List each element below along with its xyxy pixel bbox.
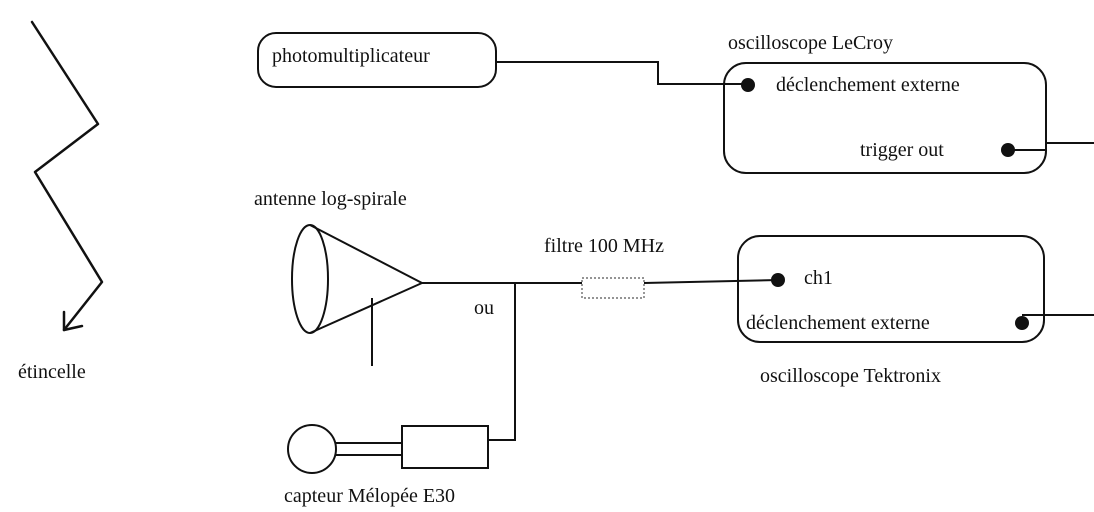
wire-filter-to-ch1 bbox=[643, 279, 779, 284]
lecroy-ext-trigger-port bbox=[741, 78, 755, 92]
lecroy-oscilloscope-box bbox=[723, 62, 1047, 174]
photomultiplier-box bbox=[257, 32, 497, 88]
wire-junction-to-sensor bbox=[488, 283, 516, 441]
filter-label: filtre 100 MHz bbox=[544, 235, 664, 257]
spark-icon bbox=[30, 20, 104, 332]
tek-ext-trigger-port bbox=[1015, 316, 1029, 330]
tek-title: oscilloscope Tektronix bbox=[760, 365, 941, 387]
wire-trigger-out-to-tek bbox=[1008, 142, 1094, 151]
or-label: ou bbox=[474, 297, 494, 319]
tek-ch1-label: ch1 bbox=[804, 267, 833, 289]
tektronix-oscilloscope-box bbox=[737, 235, 1045, 343]
antenna-label: antenne log-spirale bbox=[254, 188, 407, 210]
sensor-label: capteur Mélopée E30 bbox=[284, 485, 456, 507]
filter-100mhz-box bbox=[581, 277, 645, 299]
antenna-icon bbox=[291, 224, 423, 366]
lecroy-ext-trigger-label: déclenchement externe bbox=[776, 74, 960, 96]
wire-pmt-to-lecroy bbox=[496, 61, 748, 85]
spark-label: étincelle bbox=[18, 361, 86, 383]
lecroy-title: oscilloscope LeCroy bbox=[728, 32, 893, 54]
lecroy-trigger-out-label: trigger out bbox=[860, 139, 944, 161]
tek-ext-trigger-label: déclenchement externe bbox=[746, 312, 930, 334]
photomultiplier-label: photomultiplicateur bbox=[272, 45, 430, 67]
sensor-icon bbox=[287, 424, 489, 474]
